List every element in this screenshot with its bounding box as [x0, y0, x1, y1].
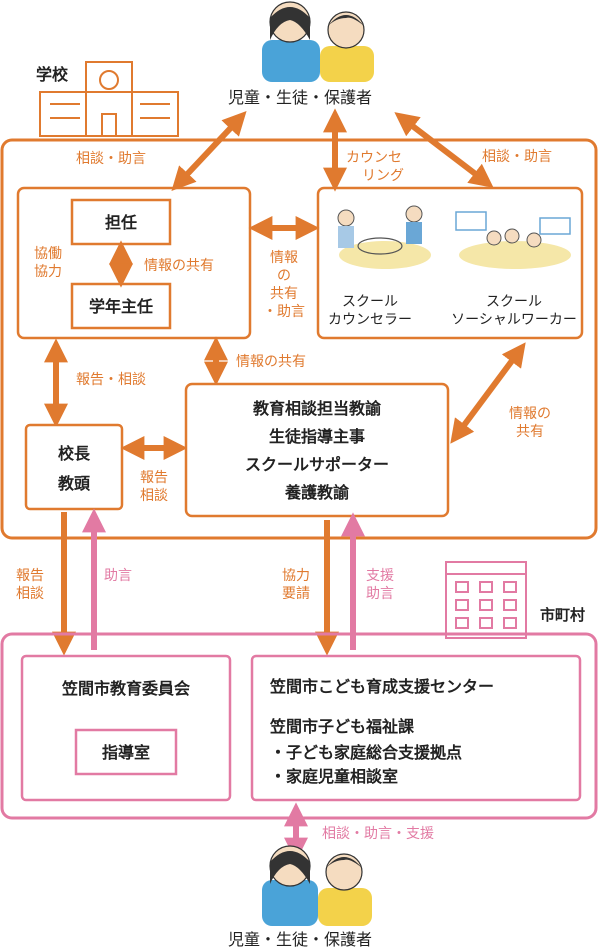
- shidou-label: 指導室: [102, 743, 150, 762]
- center-box: [250, 654, 582, 802]
- jouhou-kyouyu-label: 情報の共有: [144, 258, 214, 274]
- welfare-item-2: ・家庭児童相談室: [270, 767, 398, 786]
- arrow-staff-specialist: [450, 342, 526, 444]
- staff-3: スクールサポーター: [245, 455, 389, 474]
- city-building-icon: [445, 561, 527, 639]
- houkoku-down-2: 相談: [16, 586, 44, 602]
- houkoku-1: 報告: [140, 470, 168, 486]
- top-people-illustration: [262, 1, 374, 82]
- jouhou-mid-4: ・助言: [263, 304, 305, 320]
- tannin-box: [70, 198, 172, 246]
- jouhou-mid-1: 情報: [270, 250, 298, 266]
- sc-label-1: スクール: [342, 294, 398, 310]
- board-box: [20, 654, 232, 802]
- shien-1: 支援: [366, 568, 394, 584]
- staff-box: [184, 382, 450, 518]
- sc-label-2: カウンセラー: [328, 312, 412, 328]
- school-label: 学校: [36, 65, 69, 84]
- shien-2: 助言: [366, 586, 394, 602]
- welfare-label: 笠間市子ども福祉課: [269, 717, 415, 736]
- jouhou-mid-2: の: [277, 268, 291, 284]
- soudan-jogen-right: 相談・助言: [482, 149, 552, 165]
- kyoryoku-2: 要請: [282, 586, 310, 602]
- principal-box: [24, 423, 124, 511]
- welfare-item-1: ・子ども家庭総合支援拠点: [270, 743, 462, 762]
- kyodo-label-1: 協働: [34, 246, 62, 262]
- specialist-box: [316, 186, 584, 340]
- tannin-label: 担任: [105, 213, 137, 232]
- staff-1: 教育相談担当教諭: [253, 399, 382, 418]
- houkoku-2: 相談: [140, 488, 168, 504]
- social-worker-illustration: [455, 211, 571, 269]
- jouhou-right-1: 情報の: [509, 406, 551, 422]
- center-label: 笠間市こども育成支援センター: [269, 677, 494, 696]
- kyodo-label-2: 協力: [34, 264, 62, 280]
- kyoryoku-1: 協力: [282, 568, 310, 584]
- jogen-up: 助言: [104, 568, 132, 584]
- bottom-people-illustration: [262, 845, 372, 926]
- jouhou-right-2: 共有: [516, 424, 544, 440]
- arrow-top-right: [394, 112, 494, 188]
- top-group-label: 児童・生徒・保護者: [228, 88, 372, 107]
- counseling-label-1: カウンセ: [346, 150, 402, 166]
- gakunen-label: 学年主任: [89, 297, 153, 316]
- bottom-link-label: 相談・助言・支援: [322, 826, 434, 842]
- ssw-label-1: スクール: [486, 294, 542, 310]
- jouhou-center: 情報の共有: [236, 354, 306, 370]
- shidou-box: [74, 728, 178, 776]
- counseling-label-2: リング: [362, 168, 404, 184]
- arrow-top-left: [171, 111, 247, 191]
- school-container: [0, 138, 598, 540]
- homeroom-group-box: [16, 186, 252, 340]
- staff-4: 養護教諭: [284, 483, 350, 502]
- board-label: 笠間市教育委員会: [61, 679, 190, 698]
- counseling-illustration: [337, 205, 431, 269]
- staff-2: 生徒指導主事: [269, 427, 365, 446]
- soudan-jogen-left: 相談・助言: [76, 151, 146, 167]
- houkoku-soudan-left: 報告・相談: [76, 372, 146, 388]
- houkoku-down-1: 報告: [16, 568, 44, 584]
- ssw-label-2: ソーシャルワーカー: [451, 312, 577, 328]
- kocho-label: 校長: [58, 444, 91, 463]
- kyoto-label: 教頭: [58, 474, 91, 493]
- city-label: 市町村: [540, 606, 585, 624]
- bottom-group-label: 児童・生徒・保護者: [228, 930, 372, 949]
- jouhou-mid-3: 共有: [270, 286, 298, 302]
